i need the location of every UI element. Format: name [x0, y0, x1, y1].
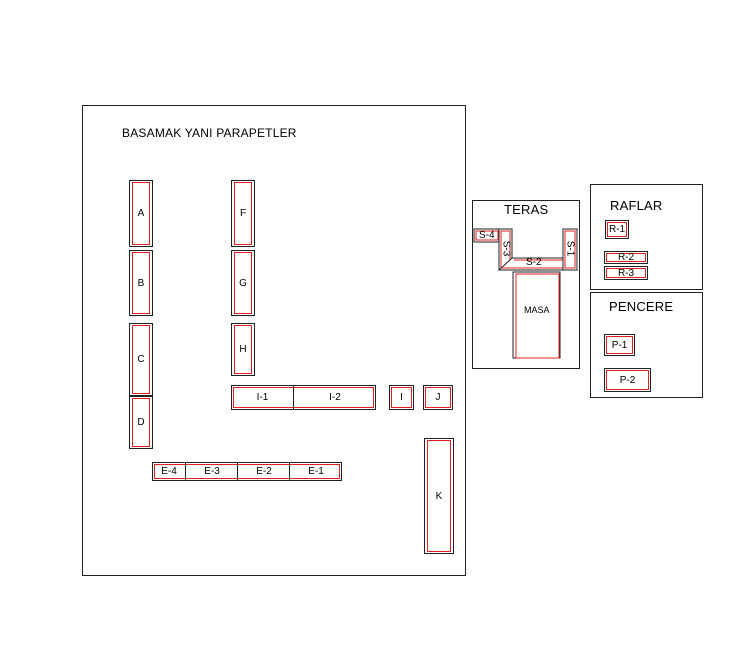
piece-r1: R-1	[605, 220, 629, 239]
piece-masa-label: MASA	[524, 305, 550, 315]
piece-a: A	[129, 180, 153, 247]
piece-e3-label: E-3	[185, 463, 238, 480]
piece-s2-label: S-2	[526, 257, 542, 268]
piece-g-label: G	[239, 277, 247, 289]
piece-r2-label: R-2	[617, 252, 635, 263]
teras-title: TERAS	[504, 202, 549, 217]
piece-i: I	[389, 385, 414, 410]
piece-s4-label: S-4	[479, 230, 495, 241]
piece-r3: R-3	[604, 266, 648, 280]
piece-f: F	[231, 180, 255, 247]
piece-i2-label: I-2	[293, 386, 376, 409]
piece-j-label: J	[435, 392, 441, 403]
piece-s1-label: S-1	[564, 240, 576, 257]
piece-c-label: C	[137, 354, 145, 365]
piece-g: G	[231, 250, 255, 316]
pencere-title: PENCERE	[609, 299, 674, 314]
piece-d: D	[129, 396, 153, 449]
piece-masa-inner	[515, 273, 560, 359]
piece-e2-label: E-2	[237, 463, 290, 480]
piece-f-label: F	[239, 208, 247, 219]
piece-s1	[562, 228, 578, 271]
piece-r3-label: R-3	[617, 267, 635, 279]
piece-r2: R-2	[604, 251, 648, 264]
piece-i-row: I-1 I-2	[231, 385, 376, 410]
piece-e4-label: E-4	[161, 466, 177, 477]
piece-k: K	[424, 438, 454, 554]
piece-e-row: E-4 E-3 E-2 E-1	[152, 462, 342, 481]
piece-s3-label: S-3	[500, 240, 512, 257]
basamak-title: BASAMAK YANI PARAPETLER	[122, 126, 297, 140]
piece-b-label: B	[137, 277, 145, 289]
piece-s1-inner	[564, 230, 576, 269]
piece-e1-label: E-1	[289, 463, 342, 480]
piece-h-label: H	[239, 344, 247, 355]
piece-s4-inner	[475, 230, 499, 241]
piece-p1: P-1	[604, 334, 635, 356]
piece-p1-label: P-1	[611, 339, 628, 351]
piece-p2: P-2	[604, 368, 651, 392]
piece-d-label: D	[137, 417, 145, 428]
piece-r1-label: R-1	[608, 224, 626, 235]
piece-a-label: A	[137, 208, 145, 219]
piece-j: J	[423, 385, 453, 410]
piece-k-label: K	[435, 490, 443, 502]
piece-b: B	[129, 250, 153, 316]
piece-masa	[512, 271, 561, 359]
piece-h: H	[231, 323, 255, 376]
piece-i1-label: I-1	[256, 392, 269, 403]
raflar-title: RAFLAR	[610, 198, 663, 213]
piece-i-label: I	[400, 392, 403, 403]
piece-c: C	[129, 323, 153, 396]
piece-p2-label: P-2	[619, 374, 636, 386]
